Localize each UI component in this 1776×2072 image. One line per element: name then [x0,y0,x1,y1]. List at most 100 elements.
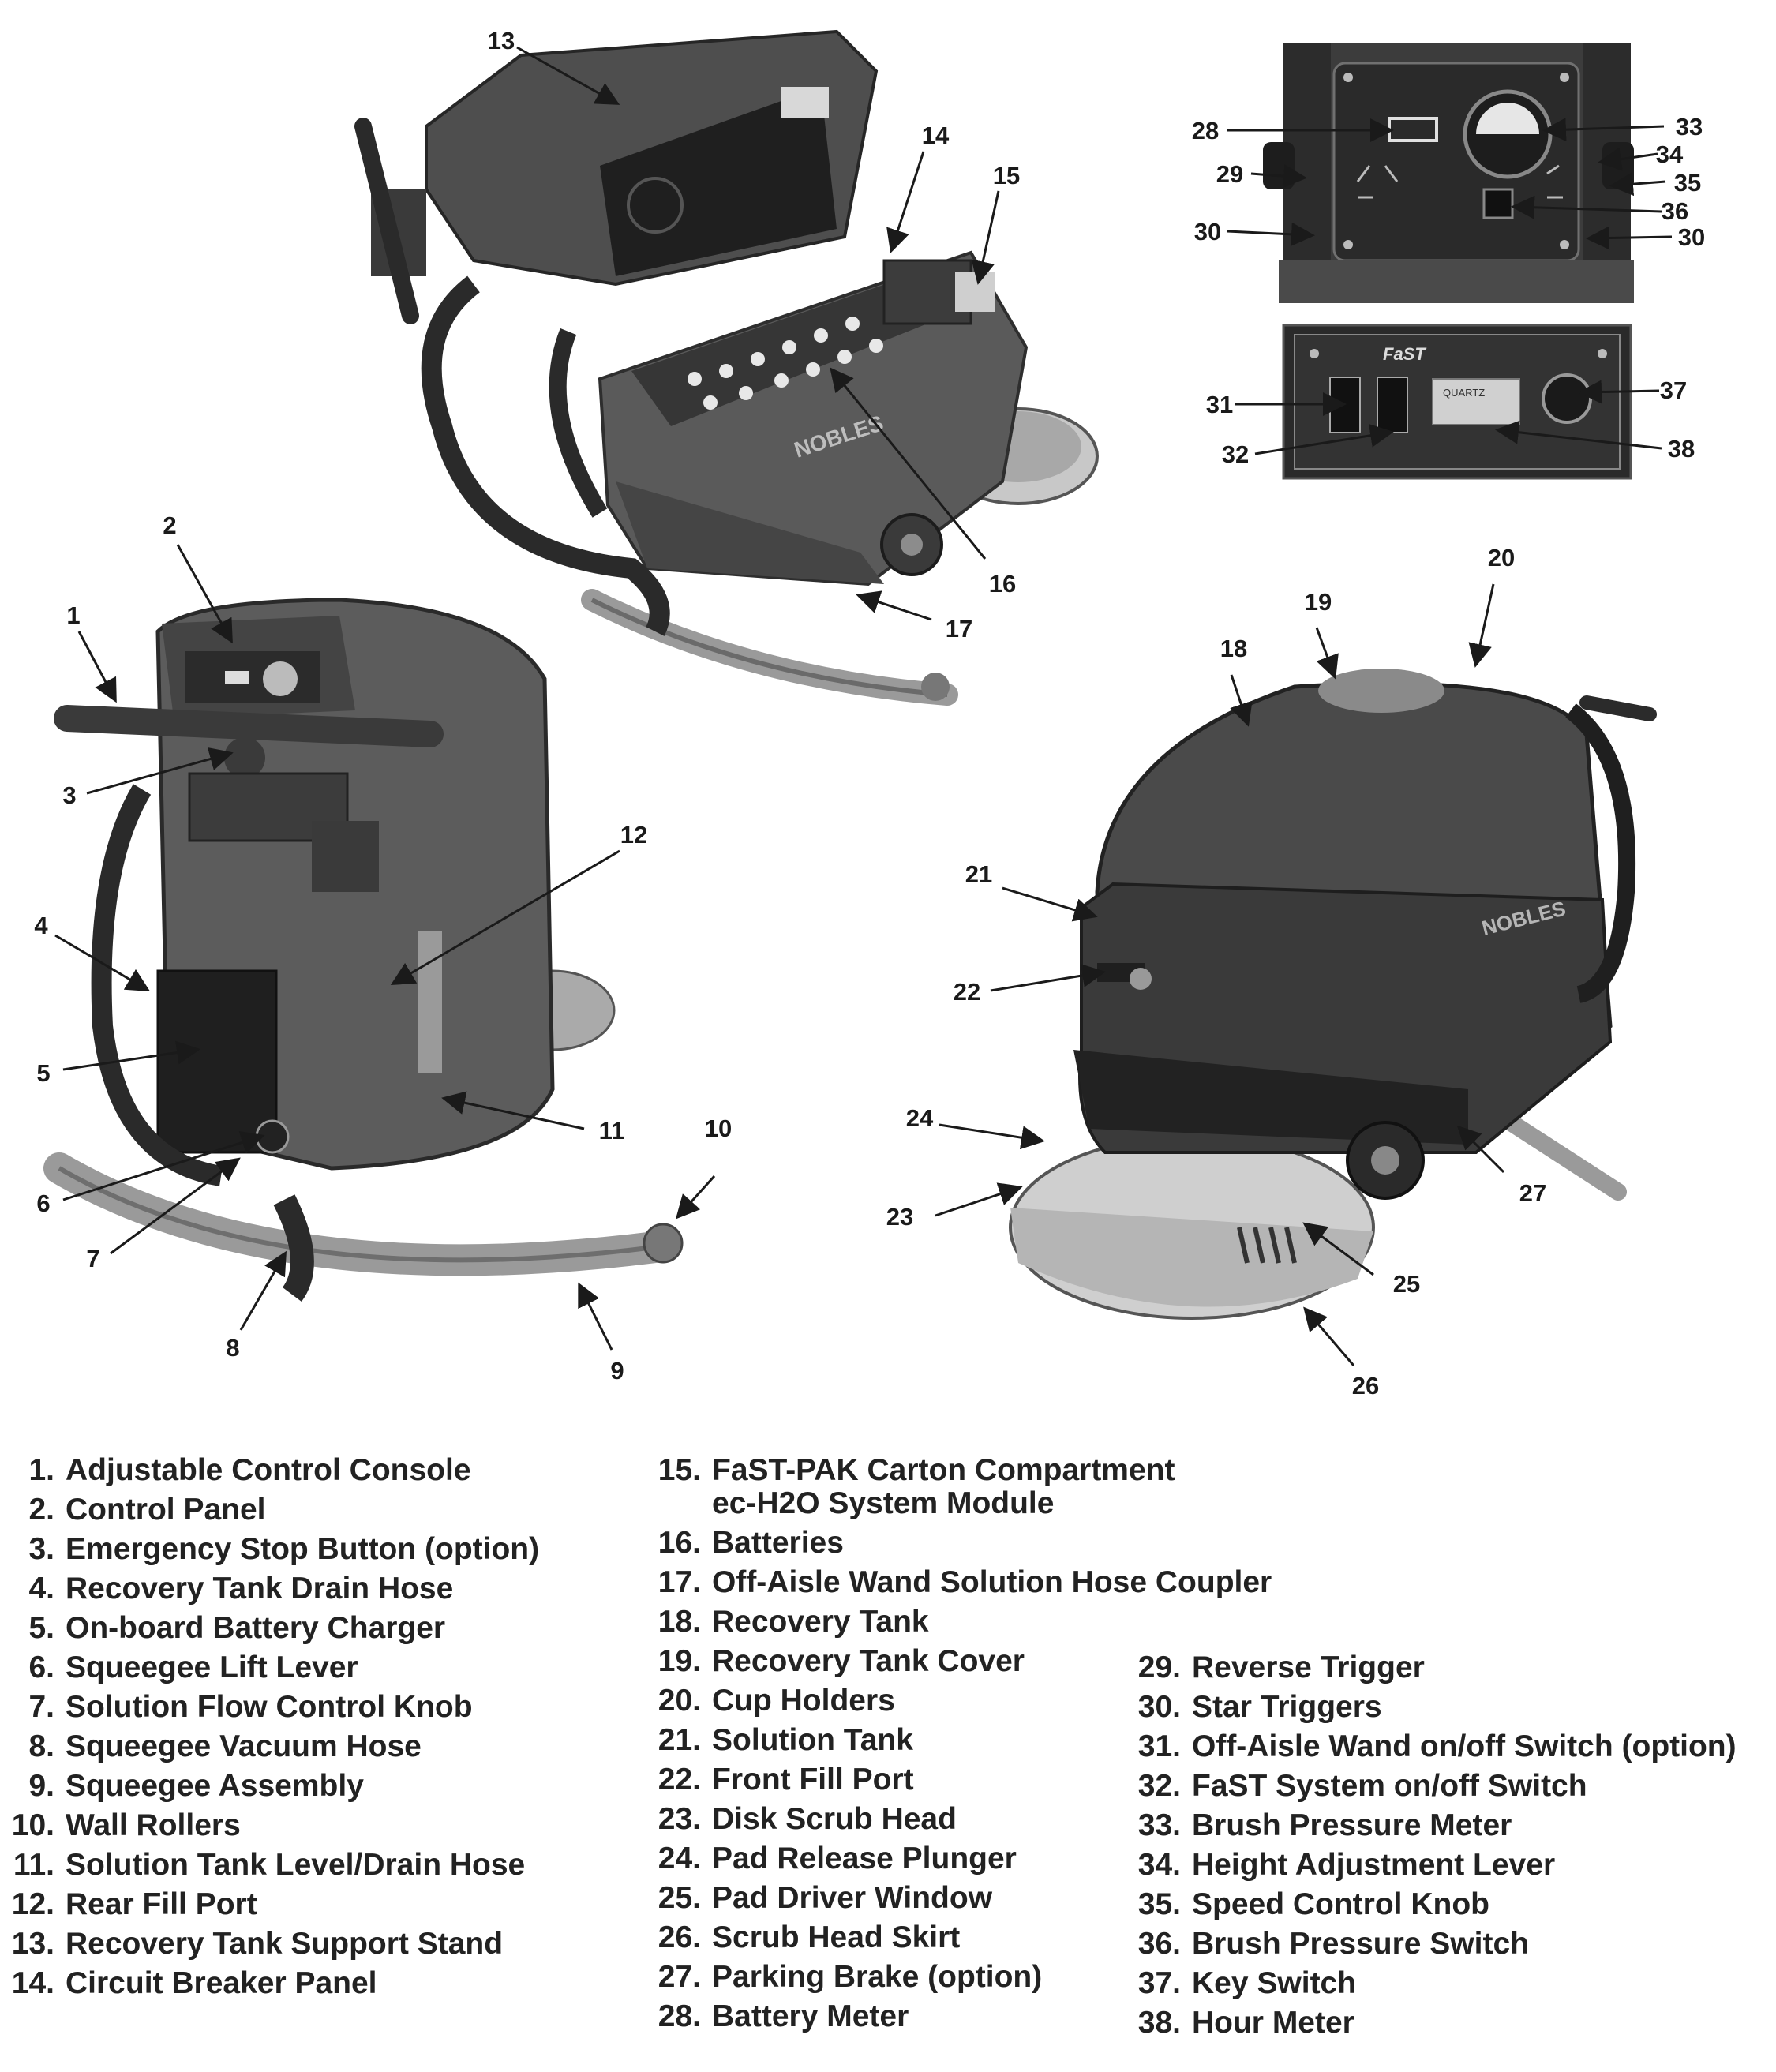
legend-label: Battery Meter [712,1999,909,2033]
legend-number: 24. [658,1842,701,1875]
legend-item: 36. Brush Pressure Switch [1126,1924,1737,1964]
callout-6: 6 [36,1190,50,1217]
legend-item: 3.Emergency Stop Button (option) [0,1530,539,1569]
callout-9: 9 [610,1357,624,1384]
legend-label: Star Triggers [1192,1690,1382,1724]
legend-item: 22.Front Fill Port [647,1760,1272,1800]
legend-label: Solution Flow Control Knob [66,1690,473,1724]
legend-number: 17. [658,1565,701,1599]
legend-number: 37. [1137,1966,1181,2000]
legend-item: 27.Parking Brake (option) [647,1958,1272,1997]
key-switch-icon [1542,373,1592,424]
legend-number: 30. [1137,1690,1181,1724]
legend-label: Squeegee Assembly [66,1769,364,1803]
callout-33: 33 [1676,113,1703,141]
legend-label: Adjustable Control Console [66,1453,471,1487]
legend-label: Emergency Stop Button (option) [66,1532,540,1566]
legend-label: Off-Aisle Wand on/off Switch (option) [1192,1729,1737,1763]
legend-item: 32. FaST System on/off Switch [1126,1767,1737,1806]
legend-label: Squeegee Lift Lever [66,1650,358,1684]
legend-label: Scrub Head Skirt [712,1920,961,1954]
legend-label: Rear Fill Port [66,1887,257,1921]
legend-item-15-sub: ec-H2O System Module [647,1484,1272,1523]
legend-label: Recovery Tank Cover [712,1644,1025,1678]
legend-label: Height Adjustment Lever [1192,1848,1556,1882]
legend-number: 20. [658,1684,701,1718]
machine-diagram: NOBLES FaST QUART [34,27,1705,1399]
callout-10: 10 [705,1115,732,1142]
legend-item: 37. Key Switch [1126,1964,1737,2003]
legend-label: Recovery Tank Drain Hose [66,1572,454,1606]
legend-number: 19. [658,1644,701,1678]
legend-item: 11.Solution Tank Level/Drain Hose [0,1845,539,1885]
callout-22: 22 [954,978,980,1006]
callout-29: 29 [1216,160,1243,188]
legend-number: 4. [28,1572,54,1606]
callout-21: 21 [965,860,992,888]
machine-top-open-illustration: NOBLES [354,29,1099,706]
legend-label: Wall Rollers [66,1808,241,1842]
legend-label: Solution Tank [712,1723,913,1757]
fast-switch-icon [1377,377,1408,433]
legend-label: Key Switch [1192,1966,1357,2000]
legend-item: 4. Recovery Tank Drain Hose [0,1569,539,1609]
legend-number: 33. [1137,1808,1181,1842]
legend-item: 8.Squeegee Vacuum Hose [0,1727,539,1767]
fast-switch-panel-photo: FaST QUARTZ [1282,324,1632,480]
legend-label: Off-Aisle Wand Solution Hose Coupler [712,1565,1272,1599]
machine-front-illustration: NOBLES [1009,669,1657,1320]
legend-number: 15. [658,1453,701,1487]
legend-item: 29.Reverse Trigger [1126,1648,1737,1688]
legend-number: 22. [658,1763,701,1797]
callout-17: 17 [946,615,972,643]
legend-number: 32. [1137,1769,1181,1803]
callout-30-left: 30 [1194,218,1221,245]
callout-5: 5 [36,1059,50,1087]
legend-label: Solution Tank Level/Drain Hose [66,1848,526,1882]
legend-item: 21. Solution Tank [647,1721,1272,1760]
machine-rear-illustration [43,598,684,1302]
legend-number: 36. [1137,1927,1181,1961]
legend-number: 26. [658,1920,701,1954]
legend-item: 5.On-board Battery Charger [0,1609,539,1648]
legend-label: Batteries [712,1526,844,1560]
hour-meter-icon [1432,378,1520,425]
legend-number: 21. [658,1723,701,1757]
legend-number: 9. [28,1769,54,1803]
legend-item: 33.Brush Pressure Meter [1126,1806,1737,1845]
legend-item: 18. Recovery Tank [647,1602,1272,1642]
legend-item: 26. Scrub Head Skirt [647,1918,1272,1958]
callout-26: 26 [1352,1372,1379,1399]
callout-28: 28 [1192,117,1219,144]
callout-35: 35 [1674,169,1701,197]
legend-number: 23. [658,1802,701,1836]
legend-label: FaST System on/off Switch [1192,1769,1587,1803]
legend-item: 19. Recovery Tank Cover [647,1642,1272,1681]
legend-number: 18. [658,1605,701,1639]
callout-numbers: 1 2 3 4 5 6 7 8 9 10 11 12 13 14 15 16 1… [34,27,1705,1399]
legend-label: Brush Pressure Switch [1192,1927,1529,1961]
legend-item: 12. Rear Fill Port [0,1885,539,1924]
callout-31: 31 [1206,391,1233,418]
brush-pressure-switch-icon [1482,188,1514,219]
callout-36: 36 [1662,197,1688,225]
legend-label: Recovery Tank [712,1605,929,1639]
legend-number: 12. [11,1887,54,1921]
legend-item: 25.Pad Driver Window [647,1879,1272,1918]
legend-number: 2. [28,1493,54,1527]
legend-label: FaST-PAK Carton Compartment [712,1453,1175,1487]
callout-13: 13 [488,27,515,54]
legend-number: 31. [1137,1729,1181,1763]
callout-leaders [54,46,1673,1366]
legend-number: 7. [28,1690,54,1724]
legend-number: 10. [11,1808,54,1842]
legend-item: 34.Height Adjustment Lever [1126,1845,1737,1885]
legend-number: 13. [11,1927,54,1961]
legend-item: 1.Adjustable Control Console [0,1451,539,1490]
callout-4: 4 [34,912,48,939]
legend-item: 35.Speed Control Knob [1126,1885,1737,1924]
callout-14: 14 [922,122,950,149]
legend-label: Disk Scrub Head [712,1802,957,1836]
callout-27: 27 [1519,1179,1546,1207]
